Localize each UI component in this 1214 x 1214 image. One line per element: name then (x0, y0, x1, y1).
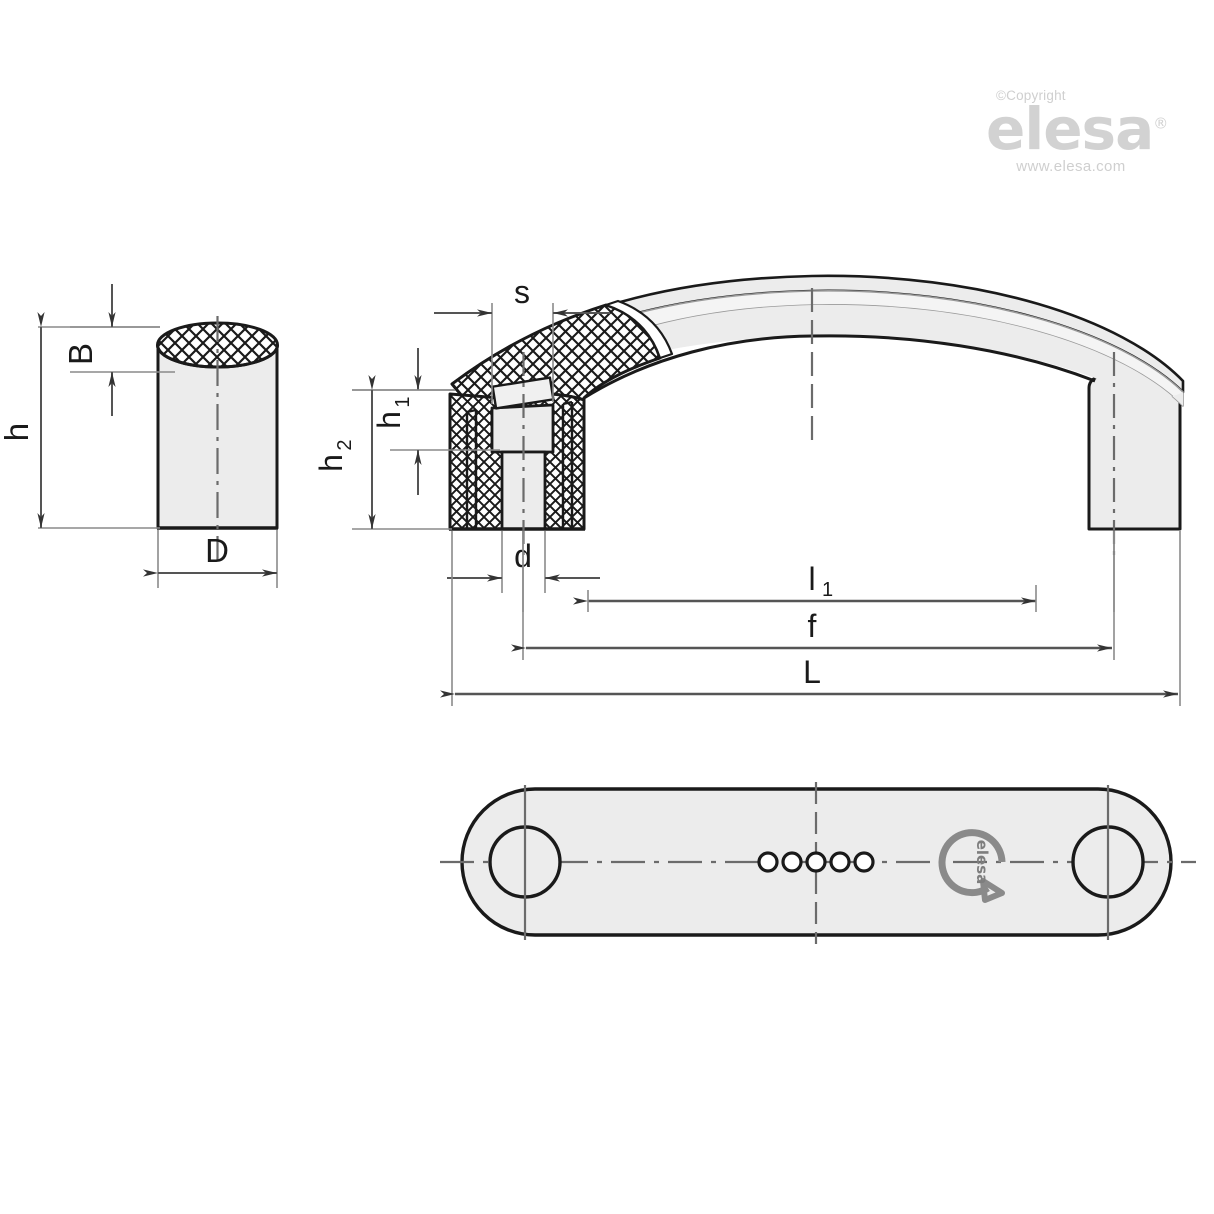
dim-label-L: L (803, 654, 821, 690)
brand-stamp-text: elesa (973, 840, 991, 885)
dim-label-l1-group: l 1 (808, 561, 833, 601)
registered-mark: ® (1153, 114, 1168, 133)
dim-label-l1: l (808, 561, 815, 597)
dim-label-h1: h (371, 411, 407, 429)
dim-label-B: B (62, 343, 99, 365)
section-break-sliver (604, 299, 674, 360)
dim-label-f: f (808, 608, 817, 644)
vent-hole (757, 851, 779, 873)
dim-label-h: h (0, 423, 35, 441)
vent-hole (805, 851, 827, 873)
elesa-logo: elesa® (986, 100, 1168, 158)
bottom-view: elesa (440, 782, 1196, 944)
brand-stamp-arrow-icon (980, 878, 1005, 903)
dim-label-D: D (205, 532, 229, 569)
brand-stamp-icon: elesa (938, 829, 1006, 903)
screw-seat-pocket (491, 376, 555, 410)
vent-hole (829, 851, 851, 873)
right-leg-body (1087, 374, 1182, 531)
dim-label-l1-sub: 1 (822, 579, 833, 601)
front-section-view: s h 1 h 2 d (313, 274, 1185, 706)
dim-label-h2-sub: 2 (334, 439, 356, 450)
dim-label-h1-sub: 1 (392, 396, 414, 407)
dim-label-h2-group: h 2 (313, 439, 356, 471)
vent-hole (853, 851, 875, 873)
brand-stamp-ring (938, 829, 1006, 897)
dim-label-s: s (514, 274, 530, 310)
vent-hole-group (757, 851, 875, 873)
dim-label-h1-group: h 1 (371, 396, 414, 428)
dim-label-h2: h (313, 454, 349, 472)
leg-wall-slot-caps (466, 400, 573, 414)
elesa-watermark: ©Copyright elesa® www.elesa.com (986, 88, 1168, 176)
vent-hole (781, 851, 803, 873)
elesa-logo-text: elesa (986, 95, 1154, 163)
website-url: www.elesa.com (1016, 158, 1126, 176)
copyright-text: ©Copyright (996, 88, 1066, 103)
arch-section-hatch (450, 303, 662, 402)
side-view: h B D (0, 284, 279, 588)
